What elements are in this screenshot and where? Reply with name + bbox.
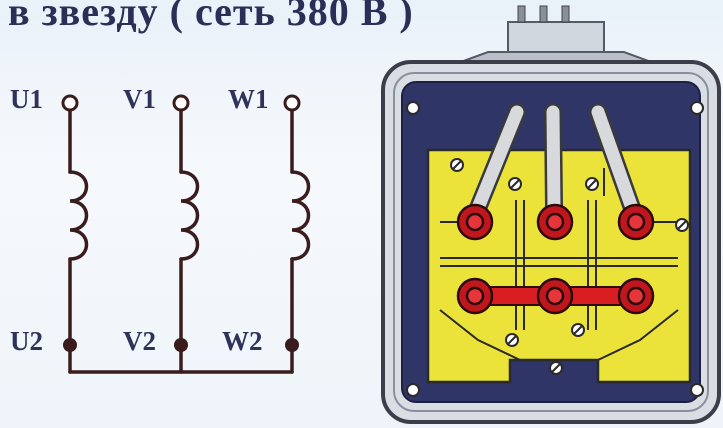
terminal-v1 [172,94,190,112]
terminal-label-v2: V2 [123,326,156,356]
terminal-label-u2: U2 [10,326,43,356]
terminal-label-w1: W1 [228,84,269,114]
open-terminals [61,94,301,112]
winding-v [179,108,200,374]
winding-u [68,108,89,374]
supply-wires [469,103,641,217]
terminal-box [381,5,721,424]
star-schematic [68,108,311,374]
terminal-v2 [174,338,188,352]
terminal-u1 [61,94,79,112]
junction-dots [63,338,299,352]
terminal-u2 [63,338,77,352]
terminal-label-w2: W2 [222,326,263,356]
board-screws [450,158,689,375]
winding-w [290,108,311,374]
terminal-label-v1: V1 [123,84,156,114]
page-title: в звезду ( сеть 380 В ) [8,0,414,34]
cable-gland [449,5,663,67]
terminal-w2 [285,338,299,352]
terminal-label-u1: U1 [10,84,43,114]
corner-screws [406,101,704,397]
top-terminal-nuts [456,203,655,241]
terminal-w1 [283,94,301,112]
bottom-terminal-nuts [456,277,655,315]
